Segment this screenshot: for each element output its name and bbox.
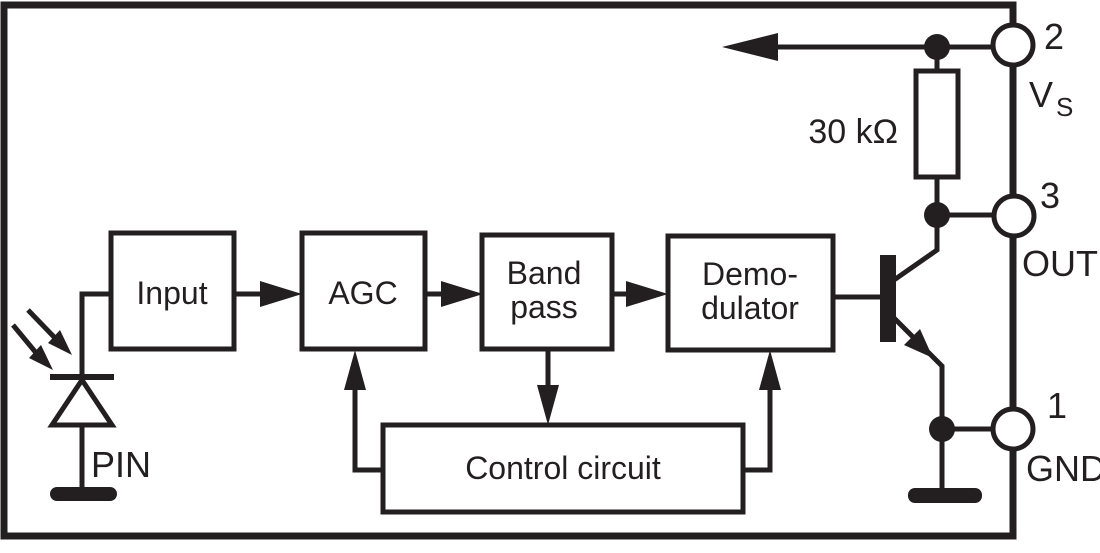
demodulator-block-label-line2: dulator: [701, 290, 799, 326]
ic-boundary-border: [0, 1, 1017, 540]
control-circuit-label: Control circuit: [465, 450, 661, 486]
junction-dot-gnd: [929, 416, 955, 442]
junction-dot-supply: [924, 34, 950, 60]
input-block-label: Input: [136, 275, 207, 311]
pin-3-number: 3: [1040, 175, 1060, 216]
agc-block-label: AGC: [328, 275, 397, 311]
ground-symbol-left: [50, 487, 117, 501]
bandpass-block: [479, 232, 615, 352]
resistor-body: [913, 68, 961, 180]
demodulator-block-label-line1: Demo-: [702, 256, 798, 292]
feedback-arrow-bandpass-control: [537, 349, 559, 425]
photodiode-symbol: [47, 374, 117, 428]
vs-label-subscript: S: [1056, 92, 1073, 122]
pin-2-number: 2: [1044, 16, 1064, 57]
photodiode-pin-label: PIN: [91, 444, 151, 485]
pin-2-terminal: [990, 22, 1036, 68]
demodulator-block: [665, 233, 836, 353]
npn-transistor: [833, 215, 945, 490]
junction-dot-out: [924, 202, 950, 228]
photodiode-triangle: [47, 375, 117, 428]
gnd-label: GND: [1026, 448, 1100, 489]
light-rays-icon: [11, 308, 72, 370]
control-circuit-block: [380, 422, 746, 515]
feedback-arrow-control-demodulator: [743, 350, 781, 473]
pin-1-terminal: [990, 406, 1036, 452]
resistor-value-label: 30 kΩ: [808, 113, 898, 151]
out-label: OUT: [1022, 243, 1098, 284]
signal-arrow-agc-bandpass: [425, 281, 483, 307]
transistor-base-bar: [880, 255, 896, 342]
agc-block: [299, 230, 428, 352]
signal-arrow-input-agc: [234, 281, 302, 307]
transistor-emitter-arrowhead: [904, 329, 933, 358]
transistor-emitter-wire: [892, 316, 945, 490]
ground-symbol-right: [908, 488, 982, 503]
feedback-arrow-control-agc: [344, 350, 383, 473]
bandpass-block-label-line2: pass: [510, 289, 578, 325]
wire-input-to-photodiode: [79, 291, 111, 377]
bandpass-block-label-line1: Band: [507, 255, 582, 291]
input-block: [108, 230, 237, 352]
vs-label: V: [1029, 74, 1053, 115]
pin-3-terminal: [991, 193, 1037, 239]
pin-1-number: 1: [1047, 385, 1067, 426]
supply-rail-arrow: [722, 33, 996, 61]
signal-arrow-bandpass-demodulator: [612, 281, 668, 307]
